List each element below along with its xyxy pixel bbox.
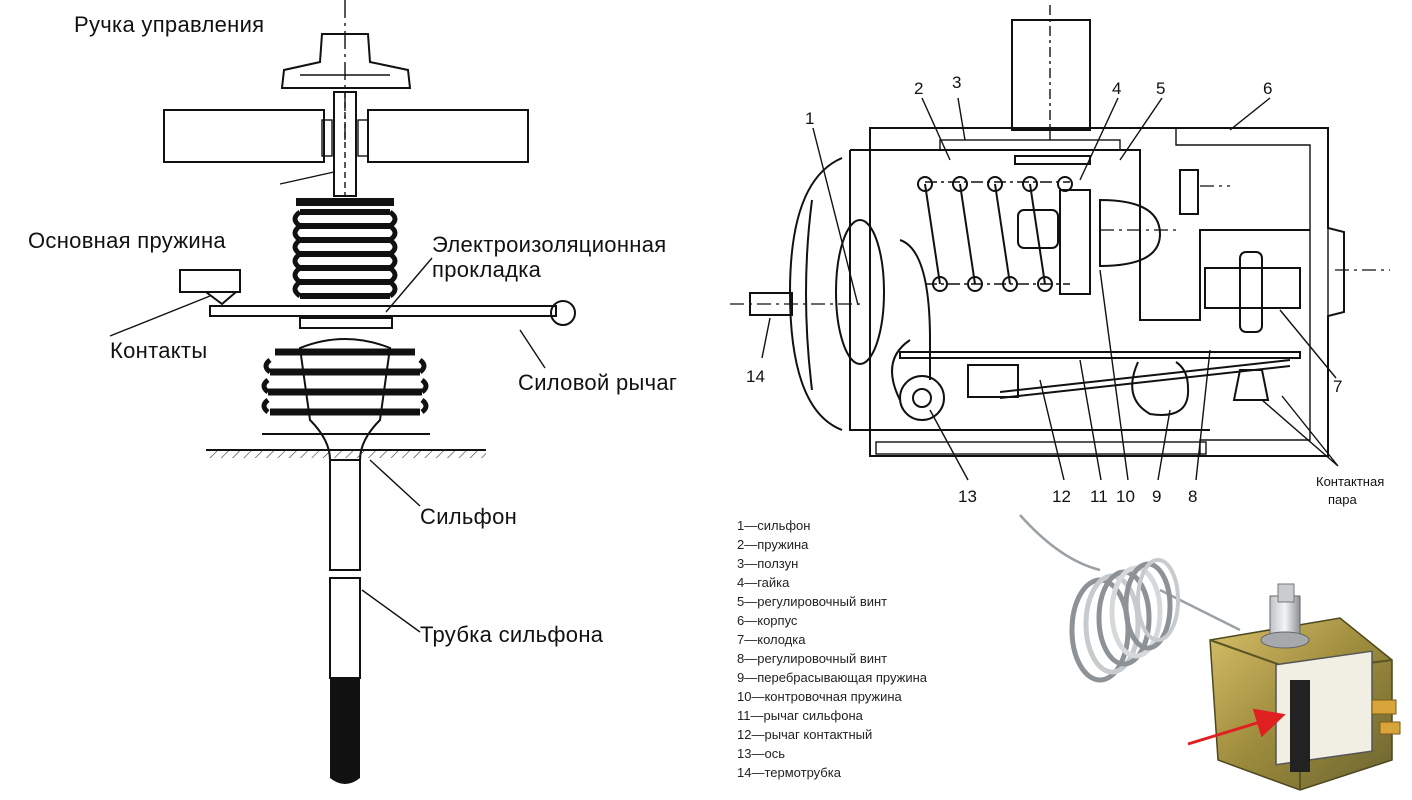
- legend-item: 3—ползун: [737, 556, 798, 571]
- red-arrow-pointer: [1187, 708, 1286, 746]
- legend-item: 9—перебрасывающая пружина: [737, 670, 928, 685]
- right-thermostat-cutaway: 1 2 3 4 5 6 7 8 9 10 11 12 13 14 Контакт…: [730, 5, 1390, 507]
- legend-item: 8—регулировочный винт: [737, 651, 887, 666]
- part-2-number: 2: [914, 79, 923, 98]
- legend-item: 5—регулировочный винт: [737, 594, 887, 609]
- part-4-number: 4: [1112, 79, 1121, 98]
- power-lever-label: Силовой рычаг: [518, 370, 677, 395]
- part-11-number: 11: [1090, 487, 1108, 506]
- part-10-number: 10: [1116, 487, 1135, 506]
- legend-item: 10—контровочная пружина: [737, 689, 903, 704]
- power-lever-drawing: [179, 269, 576, 329]
- legend-item: 11—рычаг сильфона: [737, 708, 864, 723]
- part-6-number: 6: [1263, 79, 1272, 98]
- capillary-coil: [1069, 558, 1180, 683]
- legend-item: 13—ось: [737, 746, 785, 761]
- contacts-label: Контакты: [110, 338, 207, 363]
- legend-item: 1—сильфон: [737, 518, 810, 533]
- parts-legend: 1—сильфон 2—пружина 3—ползун 4—гайка 5—регул…: [737, 518, 928, 780]
- control-knob-label: Ручка управления: [74, 12, 264, 37]
- part-12-number: 12: [1052, 487, 1071, 506]
- part-8-number: 8: [1188, 487, 1197, 506]
- bellows-label: Сильфон: [420, 504, 517, 529]
- control-knob-drawing: [280, 33, 412, 89]
- legend-item: 2—пружина: [737, 537, 809, 552]
- part-13-number: 13: [958, 487, 977, 506]
- part-9-number: 9: [1152, 487, 1161, 506]
- main-spring-label: Основная пружина: [28, 228, 226, 253]
- legend-item: 7—колодка: [737, 632, 806, 647]
- bellows-tube-drawing: [329, 459, 361, 784]
- contact-pair-label-line1: Контактная: [1316, 474, 1384, 489]
- legend-item: 14—термотрубка: [737, 765, 842, 780]
- panel-drawing: [163, 109, 529, 163]
- part-3-number: 3: [952, 73, 961, 92]
- bellows-tube-label: Трубка сильфона: [420, 622, 604, 647]
- part-14-number: 14: [746, 367, 765, 386]
- part-5-number: 5: [1156, 79, 1165, 98]
- legend-item: 6—корпус: [737, 613, 798, 628]
- legend-item: 4—гайка: [737, 575, 790, 590]
- insulating-gasket-label-line1: Электроизоляционная: [432, 232, 666, 257]
- bellows-drawing: [206, 338, 486, 461]
- legend-item: 12—рычаг контактный: [737, 727, 872, 742]
- part-7-number: 7: [1333, 377, 1342, 396]
- part-1-number: 1: [805, 109, 814, 128]
- contact-pair-label-line2: пара: [1328, 492, 1357, 507]
- left-thermostat-schematic: Ручка управления Основная пружина Электр…: [28, 0, 677, 784]
- insulating-gasket-label-line2: прокладка: [432, 257, 542, 282]
- thermostat-photo: [1019, 514, 1401, 791]
- main-spring-drawing: [292, 198, 398, 299]
